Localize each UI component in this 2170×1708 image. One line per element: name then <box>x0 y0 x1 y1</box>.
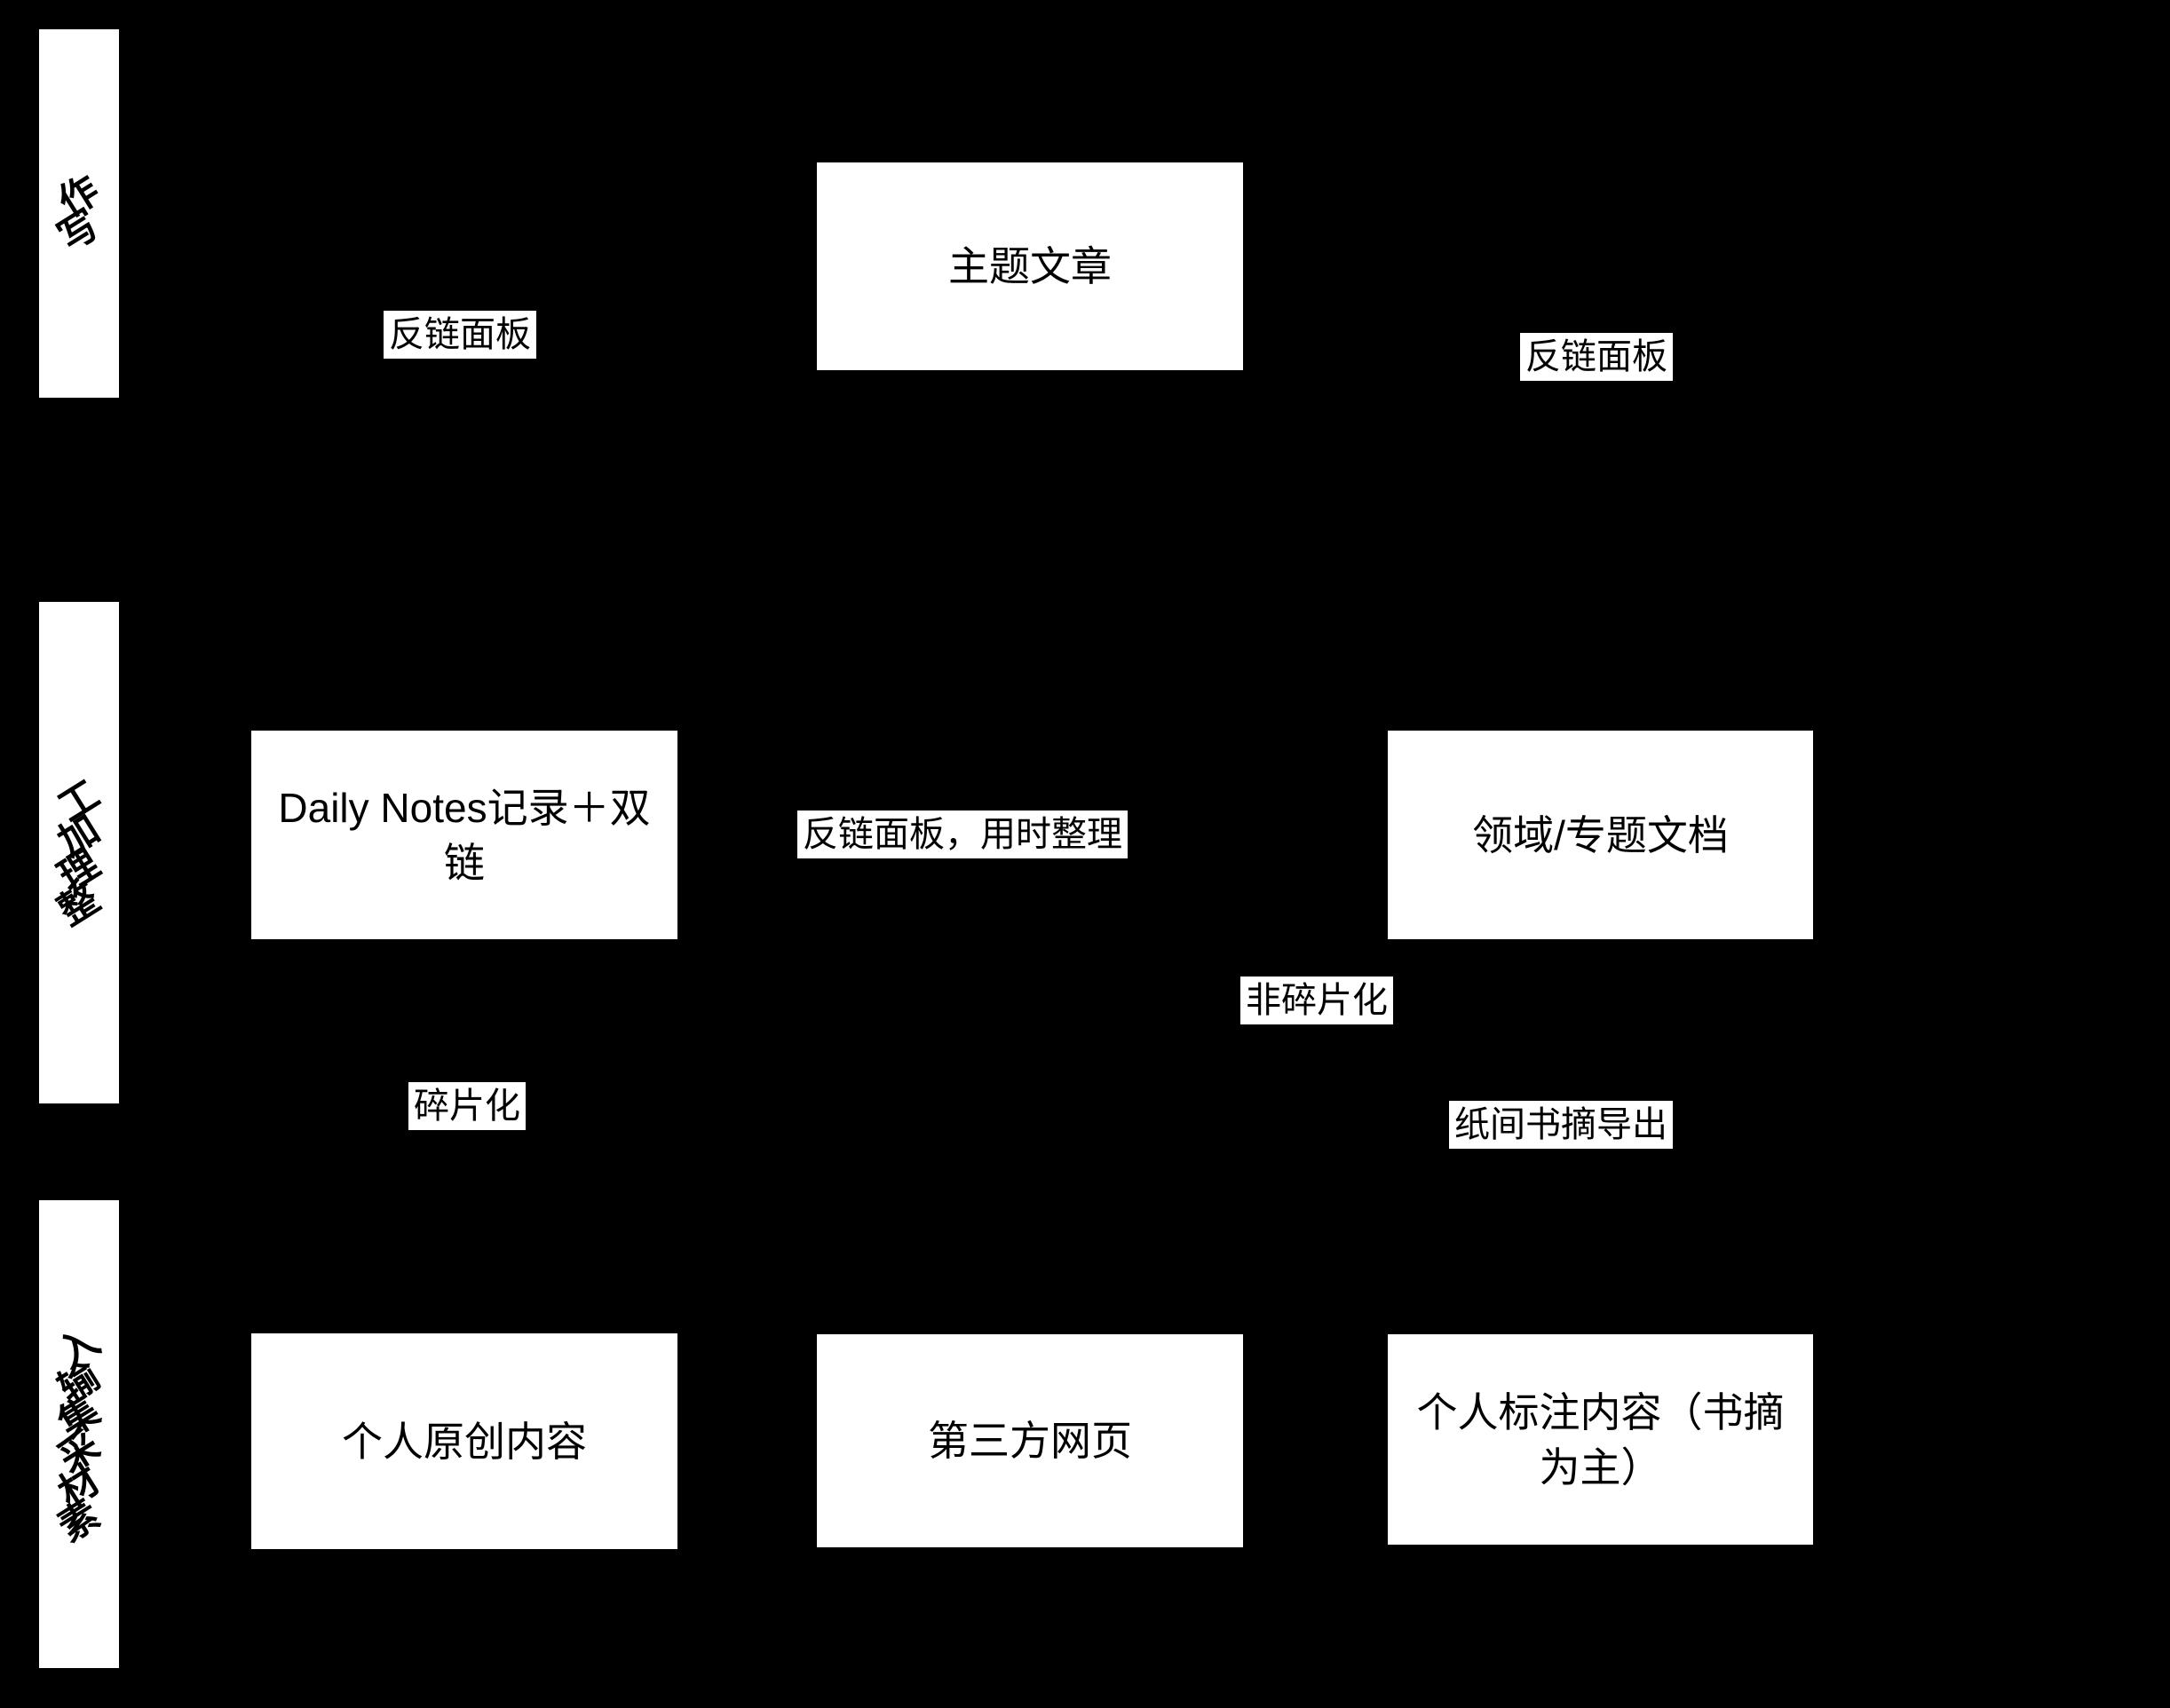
node-theme-article-label: 主题文章 <box>948 243 1112 289</box>
node-third-party-web-label: 第三方网页 <box>928 1418 1132 1464</box>
edge-label-backlink-right: 反链面板 <box>1520 333 1673 381</box>
node-theme-article: 主题文章 <box>817 162 1243 370</box>
node-personal-annotation-label: 个人标注内容（书摘为主） <box>1416 1388 1785 1491</box>
node-domain-docs-label: 领域/专题文档 <box>1472 811 1729 858</box>
node-daily-notes-label: Daily Notes记录＋双链 <box>278 784 651 886</box>
edge-label-backlink-left: 反链面板 <box>384 311 536 359</box>
node-domain-docs: 领域/专题文档 <box>1388 731 1813 939</box>
lane-material-input: 入输集采材素 <box>39 1200 119 1668</box>
edge-label-non-fragmented: 非碎片化 <box>1240 977 1393 1024</box>
lane-writing-label: 作写 <box>51 167 107 260</box>
lane-processing: 工加理整 <box>39 602 119 1103</box>
node-personal-original-label: 个人原创内容 <box>342 1418 587 1465</box>
lane-writing: 作写 <box>39 29 119 398</box>
node-personal-annotation: 个人标注内容（书摘为主） <box>1388 1334 1813 1545</box>
edge-label-fragmented: 碎片化 <box>408 1082 526 1130</box>
lane-processing-label: 工加理整 <box>51 771 107 934</box>
node-daily-notes: Daily Notes记录＋双链 <box>251 731 677 939</box>
node-personal-original: 个人原创内容 <box>251 1333 677 1549</box>
edge-label-backlink-organize: 反链面板，用时整理 <box>797 811 1128 858</box>
node-third-party-web: 第三方网页 <box>817 1334 1243 1547</box>
lane-material-input-label: 入输集采材素 <box>51 1318 107 1550</box>
edge-label-paper-notes-export: 纸间书摘导出 <box>1449 1101 1673 1149</box>
